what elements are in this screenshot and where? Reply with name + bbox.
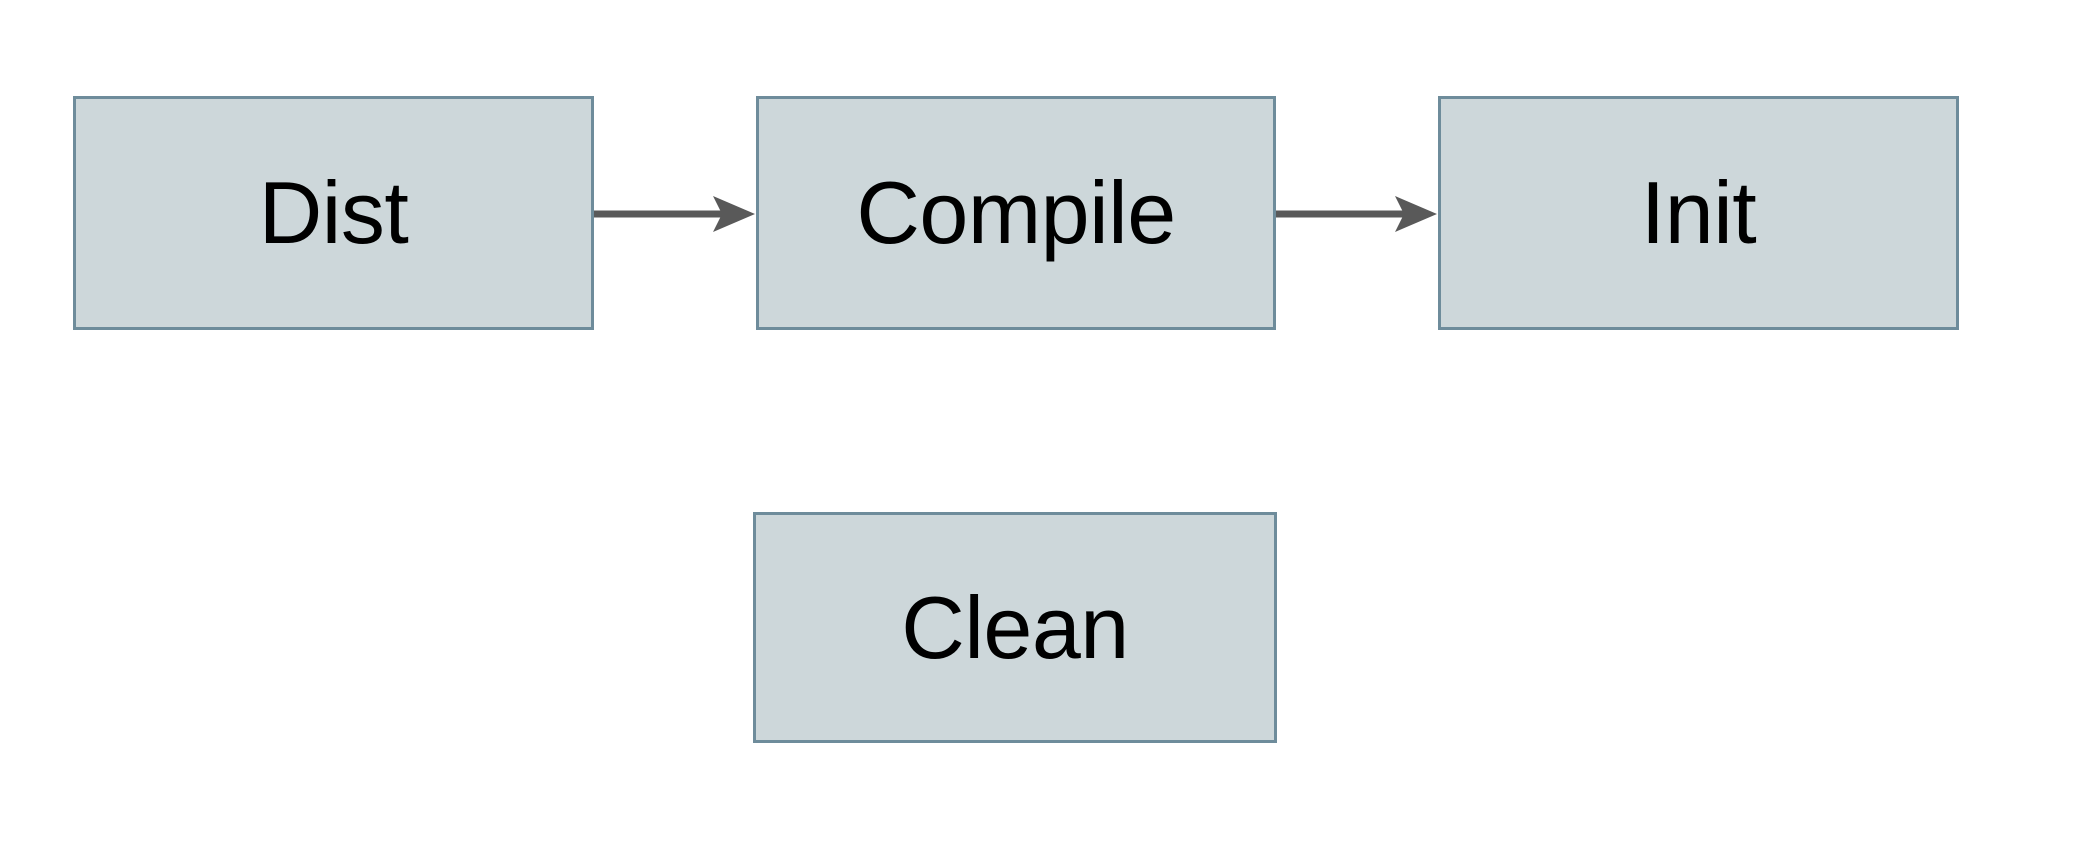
node-dist-label: Dist xyxy=(258,163,409,262)
node-dist[interactable]: Dist xyxy=(73,96,594,330)
edge-dist-to-compile-arrow[interactable] xyxy=(594,190,758,238)
node-compile[interactable]: Compile xyxy=(756,96,1276,330)
node-clean[interactable]: Clean xyxy=(753,512,1277,743)
node-compile-label: Compile xyxy=(856,163,1176,262)
arrow-right-icon xyxy=(1276,196,1437,232)
node-clean-label: Clean xyxy=(901,577,1129,677)
edge-compile-to-init-arrow[interactable] xyxy=(1276,190,1440,238)
node-init[interactable]: Init xyxy=(1438,96,1959,330)
arrow-right-icon xyxy=(594,196,755,232)
node-init-label: Init xyxy=(1640,163,1757,262)
